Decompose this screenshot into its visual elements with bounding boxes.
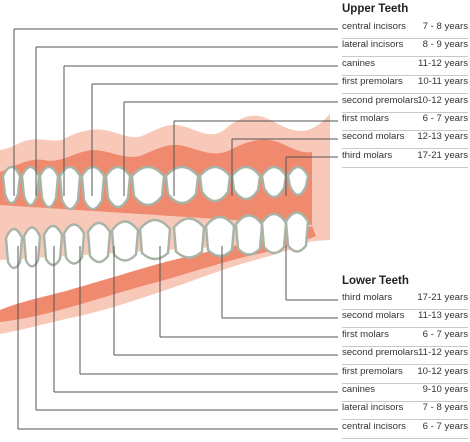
lower-second-premolar-tooth	[86, 221, 112, 264]
row-separator	[342, 111, 468, 113]
tooth-name: lateral incisors	[342, 39, 404, 51]
tooth-name: first molars	[342, 328, 389, 340]
eruption-age: 6 - 7 years	[422, 420, 468, 432]
eruption-age: 17-21 years	[417, 292, 468, 303]
lower-row-central-incisors: central incisors 6 - 7 years	[342, 421, 468, 436]
lower-first-molar-tooth	[138, 218, 172, 261]
upper-teeth-title: Upper Teeth	[342, 3, 409, 15]
eruption-age: 7 - 8 years	[422, 21, 468, 32]
eruption-age: 10-12 years	[417, 365, 468, 377]
lower-lateral-incisor-tooth	[22, 226, 42, 268]
eruption-age: 7 - 8 years	[422, 402, 468, 414]
lower-canine-tooth	[42, 224, 64, 267]
upper-second-molar-tooth	[230, 165, 262, 201]
lower-row-lateral-incisors: lateral incisors 7 - 8 years	[342, 402, 468, 417]
lower-first-premolar-tooth	[62, 223, 86, 265]
lower-row-first-molars: first molars 6 - 7 years	[342, 329, 468, 344]
upper-second-molar-tooth	[198, 165, 232, 203]
eruption-age: 9-10 years	[422, 384, 468, 395]
tooth-name: first premolars	[342, 76, 403, 88]
lower-teeth-title: Lower Teeth	[342, 275, 409, 287]
row-separator	[342, 74, 468, 76]
row-separator	[342, 437, 468, 439]
gums	[0, 114, 330, 334]
lower-row-third-molars: third molars 17-21 years	[342, 292, 468, 307]
tooth-name: central incisors	[342, 420, 406, 432]
upper-row-central-incisors: central incisors 7 - 8 years	[342, 21, 468, 36]
lower-second-molar-tooth	[172, 217, 206, 259]
tooth-name: lateral incisors	[342, 402, 404, 414]
tooth-name: second premolars	[342, 94, 419, 106]
upper-third-molar-tooth	[260, 165, 288, 199]
lower-row-first-premolars: first premolars 10-12 years	[342, 366, 468, 381]
tooth-name: second molars	[342, 131, 405, 143]
upper-first-molar-tooth	[164, 165, 200, 205]
eruption-age: 10-11 years	[418, 76, 468, 88]
upper-first-molar-tooth	[130, 165, 166, 207]
upper-row-second-molars: second molars 12-13 years	[342, 131, 468, 146]
tooth-name: third molars	[342, 149, 393, 161]
row-separator	[342, 364, 468, 366]
upper-second-premolar-tooth	[104, 165, 132, 209]
row-separator	[342, 148, 468, 150]
upper-canine-tooth	[58, 165, 82, 211]
row-separator	[342, 419, 468, 421]
row-separator	[342, 38, 468, 39]
upper-central-incisor-tooth	[20, 165, 41, 207]
row-separator	[342, 327, 468, 329]
lower-third-molar-tooth	[284, 211, 310, 253]
eruption-age: 8 - 9 years	[422, 39, 468, 51]
row-separator	[342, 382, 468, 384]
eruption-age: 6 - 7 years	[422, 113, 468, 124]
upper-central-incisor-tooth	[1, 165, 22, 205]
eruption-age: 17-21 years	[417, 149, 468, 161]
upper-third-molar-tooth	[286, 165, 310, 197]
row-separator	[342, 93, 468, 95]
eruption-age: 6 - 7 years	[422, 328, 468, 340]
upper-row-lateral-incisors: lateral incisors 8 - 9 years	[342, 39, 468, 54]
tooth-name: first molars	[342, 113, 389, 124]
lower-second-molar-tooth	[204, 215, 236, 258]
lower-third-molar-tooth	[260, 212, 288, 255]
upper-row-first-premolars: first premolars 10-11 years	[342, 76, 468, 91]
lower-central-incisor-tooth	[4, 227, 24, 270]
lower-gum	[0, 226, 316, 322]
eruption-age: 12-13 years	[417, 131, 468, 143]
leader-lines	[13, 28, 338, 430]
row-separator	[342, 56, 468, 58]
upper-row-first-molars: first molars 6 - 7 years	[342, 113, 468, 128]
row-separator	[342, 401, 468, 402]
lower-first-molar-tooth	[110, 220, 140, 262]
lower-third-molar-tooth	[234, 214, 264, 256]
upper-first-premolar-tooth	[80, 165, 106, 211]
row-separator	[342, 130, 468, 131]
upper-row-third-molars: third molars 17-21 years	[342, 150, 468, 165]
tooth-name: canines	[342, 384, 376, 395]
eruption-age: 11-12 years	[418, 347, 468, 359]
row-separator	[342, 345, 468, 347]
lower-row-second-molars: second molars 11-13 years	[342, 310, 468, 325]
eruption-age: 10-12 years	[417, 94, 468, 106]
row-separator	[342, 166, 468, 168]
lower-row-canines: canines 9-10 years	[342, 384, 468, 399]
eruption-age: 11-13 years	[418, 310, 468, 322]
tooth-name: second molars	[342, 310, 405, 322]
tooth-name: canines	[342, 57, 376, 69]
tooth-name: second premolars	[342, 347, 419, 359]
tooth-name: first premolars	[342, 365, 403, 377]
upper-lateral-incisor-tooth	[38, 165, 60, 209]
row-separator	[342, 309, 468, 310]
tooth-name: third molars	[342, 292, 393, 303]
tooth-name: central incisors	[342, 21, 406, 32]
upper-row-canines: canines 11-12 years	[342, 58, 468, 73]
eruption-age: 11-12 years	[418, 57, 468, 69]
